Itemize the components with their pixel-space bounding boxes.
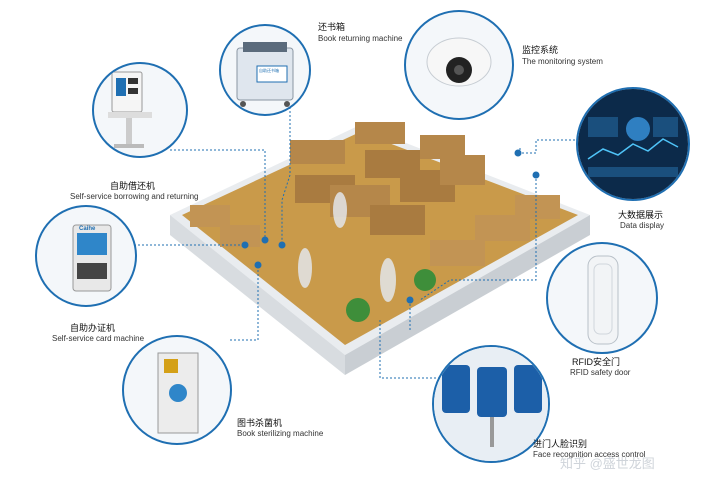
label-rfid-door-zh: RFID安全门	[572, 357, 620, 367]
people	[298, 192, 396, 302]
shelf	[355, 122, 405, 144]
card-machine-circle: Caihe	[35, 205, 137, 307]
book-return-machine-icon	[236, 42, 294, 107]
label-self-borrow-en: Self-service borrowing and returning	[70, 192, 199, 201]
label-rfid-door-en: RFID safety door	[570, 368, 631, 377]
label-sterilizer-zh: 图书杀菌机	[237, 418, 283, 428]
borrow-kiosk-icon	[108, 71, 152, 148]
shelf	[370, 205, 425, 235]
plants	[346, 269, 436, 322]
label-data-display-en: Data display	[620, 221, 665, 230]
label-data-display-zh: 大数据展示	[618, 210, 664, 220]
floor-wall-right	[345, 215, 590, 375]
label-book-return-zh: 还书箱	[318, 22, 346, 32]
label-self-borrow-zh: 自助借还机	[110, 181, 156, 191]
shelf	[440, 155, 485, 185]
bookshelves	[190, 122, 560, 266]
monitoring-circle	[404, 10, 514, 120]
label-book-return-en: Book returning machine	[318, 34, 403, 43]
callout-dots	[241, 149, 540, 304]
face-gate-icon	[434, 347, 548, 461]
return-box-sign: 自助还书箱	[259, 68, 279, 73]
label-monitoring-zh: 监控系统	[522, 45, 559, 55]
library-floor	[182, 132, 578, 345]
study-table	[475, 215, 530, 241]
callout-lines	[110, 95, 580, 379]
shelf	[290, 140, 345, 164]
label-sterilizer-en: Book sterilizing machine	[237, 429, 324, 438]
label-card-machine-zh: 自助办证机	[70, 323, 116, 333]
sterilizer-icon	[157, 352, 199, 434]
camera-icon	[426, 37, 492, 87]
rfid-gate-icon	[587, 255, 619, 345]
study-table	[515, 195, 560, 219]
book-return-circle: 自助还书箱	[219, 24, 311, 116]
desk	[190, 205, 230, 227]
card-kiosk-icon	[72, 224, 112, 292]
desk	[220, 225, 260, 247]
label-face-recognition-zh: 进门人脸识别	[533, 439, 588, 449]
study-table	[430, 240, 485, 266]
face-recognition-circle	[432, 345, 550, 463]
data-display-circle	[576, 87, 690, 201]
sterilizer-circle	[122, 335, 232, 445]
watermark: 知乎 @盛世龙图	[560, 456, 655, 471]
label-card-machine-en: Self-service card machine	[52, 334, 145, 343]
dashboard-icon	[578, 89, 688, 199]
label-face-recognition-en: Face recognition access control	[533, 450, 646, 459]
self-borrow-circle	[92, 62, 188, 158]
label-monitoring-en: The monitoring system	[522, 57, 603, 66]
kiosk-logo: Caihe	[79, 226, 96, 232]
rfid-door-circle	[546, 242, 658, 354]
